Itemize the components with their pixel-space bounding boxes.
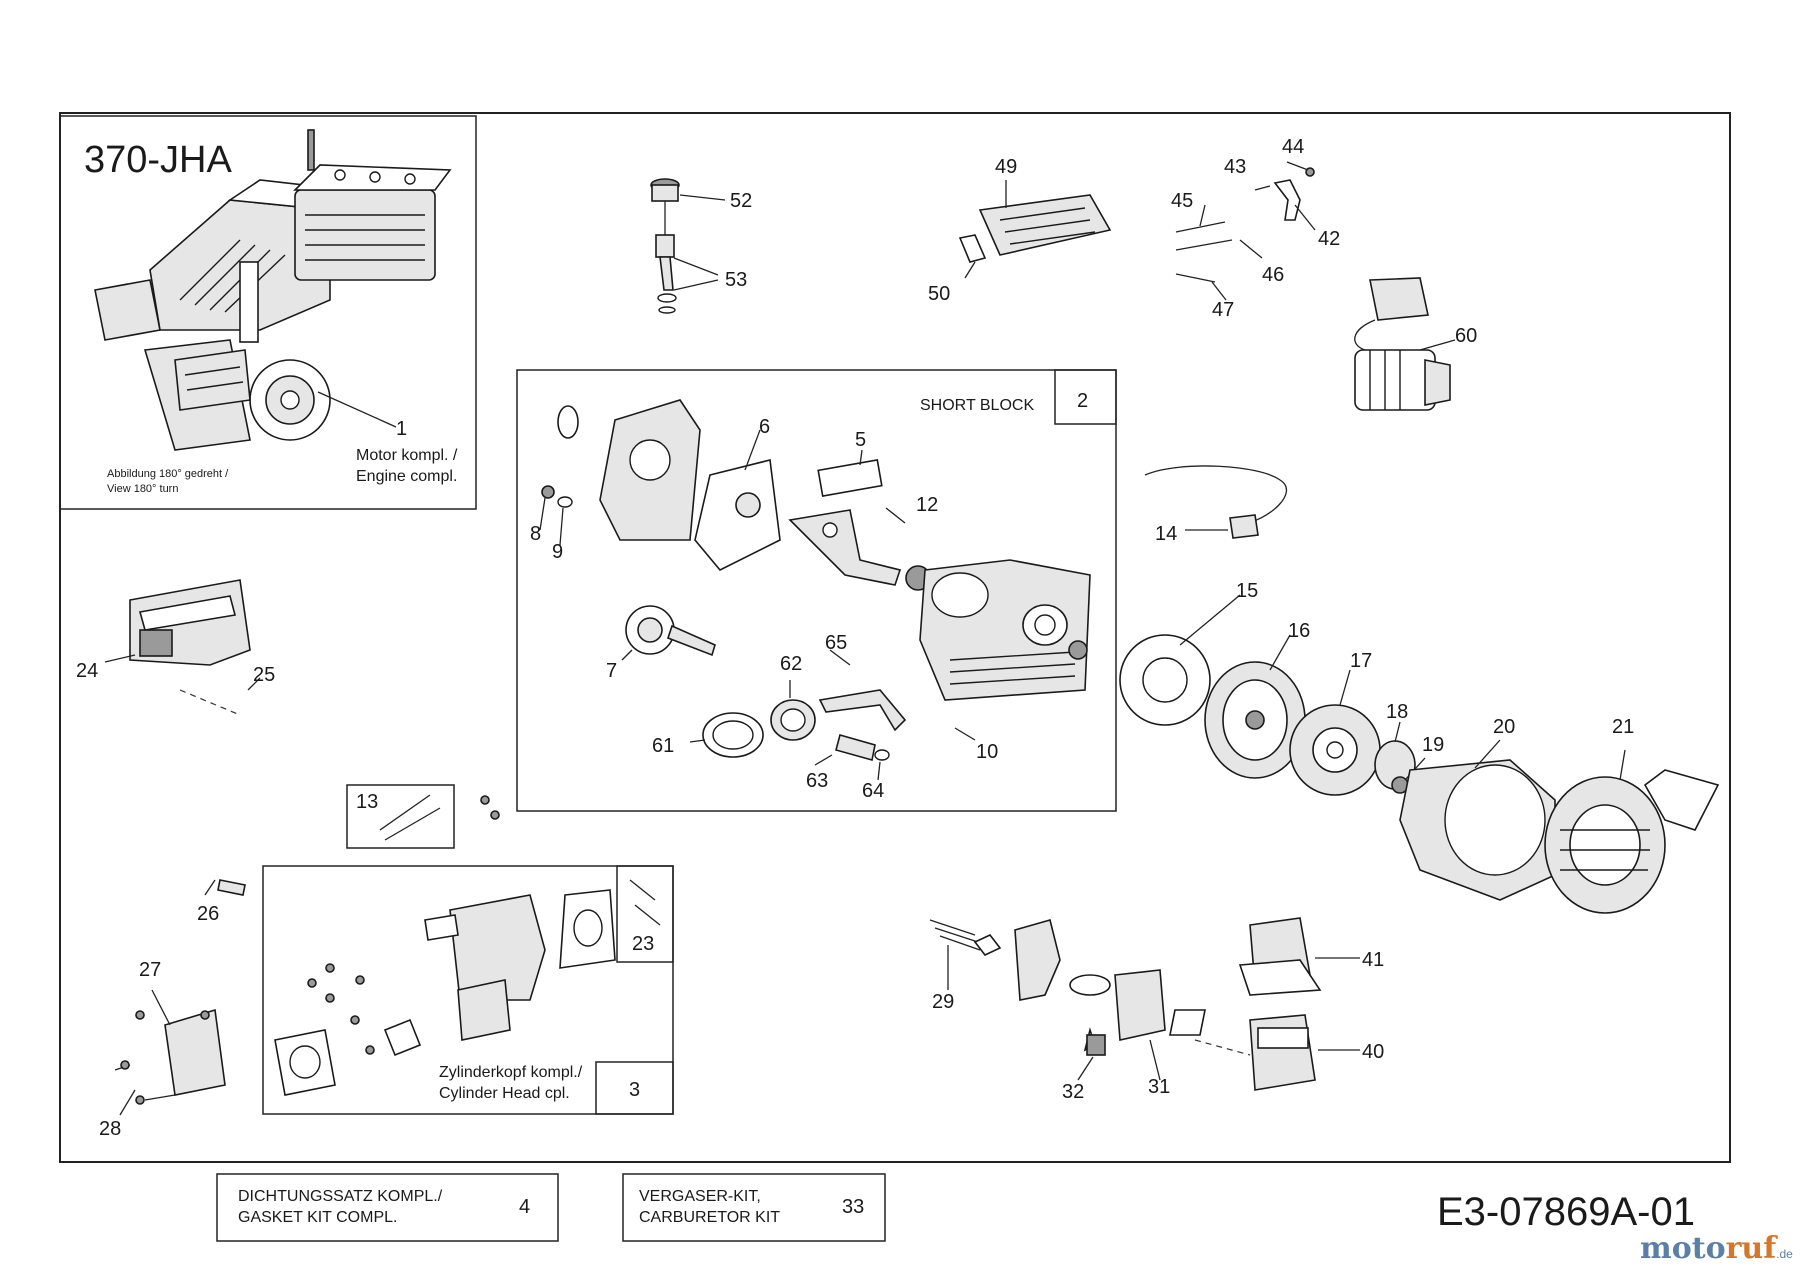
part-6-callout: 6 bbox=[759, 416, 770, 438]
part-8-callout: 8 bbox=[530, 523, 541, 545]
part-10-callout: 10 bbox=[976, 741, 998, 763]
crankcase-gasket-illustration bbox=[694, 429, 781, 571]
carburetor-kit-number: 33 bbox=[842, 1196, 864, 1218]
part-20-callout: 20 bbox=[1493, 716, 1515, 738]
cylinder-head-label-de: Zylinderkopf kompl./ bbox=[439, 1064, 583, 1081]
carburetor-kit-box bbox=[622, 1173, 886, 1242]
dipstick-illustration bbox=[650, 178, 726, 314]
part-27-callout: 27 bbox=[139, 959, 161, 981]
cylinder-head-number-box bbox=[595, 1061, 674, 1115]
sub-box-23 bbox=[616, 865, 674, 963]
sub-box-13 bbox=[346, 784, 455, 849]
part-50-callout: 50 bbox=[928, 283, 950, 305]
cylinder-head-box bbox=[262, 865, 674, 1115]
starter-motor-illustration bbox=[1354, 277, 1456, 411]
pulley-illustration bbox=[1374, 721, 1426, 794]
part-21-callout: 21 bbox=[1612, 716, 1634, 738]
ignition-harness-illustration bbox=[1144, 465, 1288, 539]
view-note-de: Abbildung 180° gedreht / bbox=[107, 468, 229, 480]
part-43-callout: 43 bbox=[1224, 156, 1246, 178]
part-42-callout: 42 bbox=[1318, 228, 1340, 250]
part-31-callout: 31 bbox=[1148, 1076, 1170, 1098]
spark-plug-illustration bbox=[204, 879, 246, 896]
part-16-callout: 16 bbox=[1288, 620, 1310, 642]
camshaft-illustration bbox=[621, 605, 716, 661]
part-17-callout: 17 bbox=[1350, 650, 1372, 672]
carburetor-kit-label-de: VERGASER-KIT, bbox=[639, 1188, 761, 1205]
cylinder-head-illustration bbox=[274, 879, 661, 1096]
part-12-callout: 12 bbox=[916, 494, 938, 516]
part-9-callout: 9 bbox=[552, 541, 563, 563]
gasket-kit-label-en: GASKET KIT COMPL. bbox=[238, 1209, 397, 1226]
part-63-callout: 63 bbox=[806, 770, 828, 792]
engine-assembly-illustration bbox=[94, 129, 452, 451]
gasket-kit-number: 4 bbox=[519, 1196, 530, 1218]
fan-illustration bbox=[1289, 669, 1381, 796]
heat-shield-illustration bbox=[958, 180, 1112, 279]
part-14-callout: 14 bbox=[1155, 523, 1177, 545]
part-1-callout: 1 bbox=[396, 418, 407, 440]
piston-assembly-illustration bbox=[689, 649, 907, 781]
part-62-callout: 62 bbox=[780, 653, 802, 675]
engine-label-de: Motor kompl. / bbox=[356, 447, 458, 464]
engine-label-en: Engine compl. bbox=[356, 468, 457, 485]
part-28-callout: 28 bbox=[99, 1118, 121, 1140]
shroud-illustration bbox=[104, 579, 261, 716]
part-19-callout: 19 bbox=[1422, 734, 1444, 756]
flywheel-illustration bbox=[1204, 634, 1306, 779]
part-61-callout: 61 bbox=[652, 735, 674, 757]
part-40-callout: 40 bbox=[1362, 1041, 1384, 1063]
watermark-logo: motoruf.de bbox=[1640, 1231, 1793, 1266]
part-45-callout: 45 bbox=[1171, 190, 1193, 212]
recoil-starter-illustration bbox=[1544, 749, 1720, 914]
bracket-and-rods-illustration bbox=[1175, 161, 1316, 301]
crankshaft-illustration bbox=[788, 449, 931, 591]
cylinder-head-number: 3 bbox=[629, 1079, 640, 1101]
part-52-callout: 52 bbox=[730, 190, 752, 212]
ignition-coil-illustration bbox=[1119, 594, 1241, 726]
carburetor-kit-label-en: CARBURETOR KIT bbox=[639, 1209, 780, 1226]
short-block-label: SHORT BLOCK bbox=[920, 397, 1034, 414]
part-46-callout: 46 bbox=[1262, 264, 1284, 286]
short-block-box bbox=[516, 369, 1117, 812]
gasket-kit-box bbox=[216, 1173, 559, 1242]
drawing-code: E3-07869A-01 bbox=[1437, 1190, 1695, 1234]
part-23-callout: 23 bbox=[632, 933, 654, 955]
part-49-callout: 49 bbox=[995, 156, 1017, 178]
short-block-number-box bbox=[1054, 369, 1117, 425]
air-filter-base-illustration bbox=[1194, 1014, 1360, 1091]
view-note-en: View 180° turn bbox=[107, 483, 178, 495]
part-29-callout: 29 bbox=[932, 991, 954, 1013]
engine-overview-box bbox=[59, 115, 477, 510]
part-65-callout: 65 bbox=[825, 632, 847, 654]
air-filter-cover-illustration bbox=[1238, 917, 1360, 996]
part-44-callout: 44 bbox=[1282, 136, 1304, 158]
part-60-callout: 60 bbox=[1455, 325, 1477, 347]
crankcase-cover-illustration bbox=[539, 399, 701, 546]
part-32-callout: 32 bbox=[1062, 1081, 1084, 1103]
part-47-callout: 47 bbox=[1212, 299, 1234, 321]
part-64-callout: 64 bbox=[862, 780, 884, 802]
cylinder-head-label-en: Cylinder Head cpl. bbox=[439, 1085, 570, 1102]
part-41-callout: 41 bbox=[1362, 949, 1384, 971]
part-13-callout: 13 bbox=[356, 791, 378, 813]
short-block-number: 2 bbox=[1077, 390, 1088, 412]
bolt-set-13-illustration bbox=[379, 794, 500, 841]
part-7-callout: 7 bbox=[606, 660, 617, 682]
part-26-callout: 26 bbox=[197, 903, 219, 925]
part-15-callout: 15 bbox=[1236, 580, 1258, 602]
part-18-callout: 18 bbox=[1386, 701, 1408, 723]
part-53-callout: 53 bbox=[725, 269, 747, 291]
diagram-frame bbox=[59, 112, 1731, 1163]
gasket-kit-label-de: DICHTUNGSSATZ KOMPL./ bbox=[238, 1188, 443, 1205]
carburetor-illustration bbox=[929, 919, 1206, 1081]
part-25-callout: 25 bbox=[253, 664, 275, 686]
valve-cover-illustration bbox=[114, 989, 226, 1116]
model-title: 370-JHA bbox=[84, 139, 232, 181]
part-5-callout: 5 bbox=[855, 429, 866, 451]
part-24-callout: 24 bbox=[76, 660, 98, 682]
cylinder-block-illustration bbox=[919, 559, 1091, 741]
blower-housing-illustration bbox=[1399, 739, 1556, 901]
